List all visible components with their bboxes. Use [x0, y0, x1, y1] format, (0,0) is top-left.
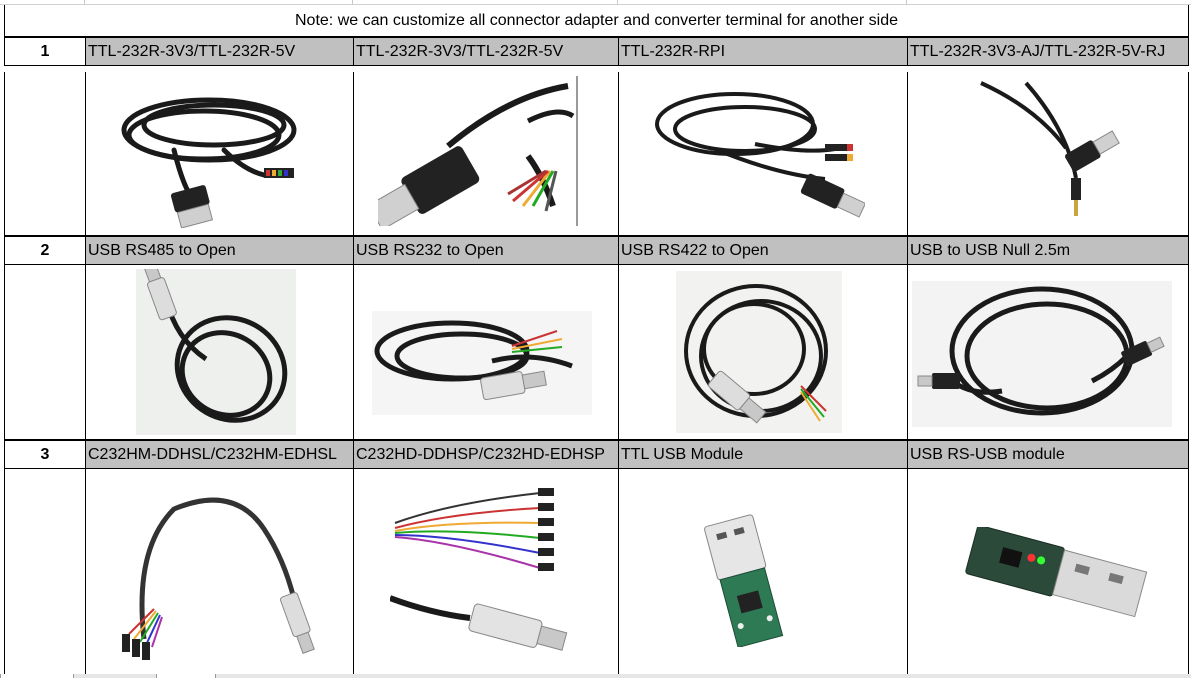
- row-number: 3: [4, 441, 85, 468]
- product-label: USB RS-USB module: [907, 441, 1189, 468]
- product-label: USB RS485 to Open: [85, 237, 353, 264]
- product-image-cell: [85, 469, 353, 674]
- row-number-blank: [4, 72, 85, 235]
- usb-ttl-cable-with-open-wires-image: [378, 76, 578, 226]
- product-image-cell: [907, 469, 1189, 674]
- product-label: TTL USB Module: [618, 441, 907, 468]
- product-label: USB RS232 to Open: [353, 237, 618, 264]
- usb-rs422-coiled-cable-image: [676, 271, 842, 433]
- usb-rs485-coiled-cable-image: [136, 269, 296, 435]
- product-image-cell: [353, 265, 618, 439]
- sheet-tab[interactable]: [0, 674, 74, 678]
- usb-to-usb-null-cable-image: [912, 281, 1172, 427]
- product-label: USB to USB Null 2.5m: [907, 237, 1189, 264]
- usb-cable-with-rainbow-jumper-leads-image: [390, 483, 580, 669]
- row-number: 2: [4, 237, 85, 264]
- row-2-images: [4, 265, 1189, 439]
- sheet-tab-bar: [0, 674, 1191, 678]
- row-number-blank: [4, 265, 85, 439]
- usb-cable-with-dupont-leads-image: [114, 489, 324, 669]
- usb-ttl-cable-with-jumper-connectors-image: [655, 84, 865, 222]
- usb-rs-module-pcb-image: [956, 527, 1156, 637]
- product-label: TTL-232R-3V3/TTL-232R-5V: [85, 38, 353, 65]
- row-1-images: [4, 72, 1189, 235]
- product-image-cell: [353, 72, 618, 235]
- product-image-cell: [907, 72, 1189, 235]
- row-2-header: 2 USB RS485 to Open USB RS232 to Open US…: [4, 235, 1189, 265]
- sheet-tab[interactable]: [156, 674, 216, 678]
- row-3-images: [4, 469, 1189, 674]
- product-image-cell: [618, 265, 907, 439]
- usb-ttl-cable-with-6-pin-header-image: [114, 80, 304, 228]
- row-3-header: 3 C232HM-DDHSL/C232HM-EDHSL C232HD-DDHSP…: [4, 439, 1189, 469]
- product-image-cell: [618, 469, 907, 674]
- product-image-cell: [353, 469, 618, 674]
- product-label: TTL-232R-RPI: [618, 38, 907, 65]
- row-number: 1: [4, 38, 85, 65]
- column-header-strip: [0, 0, 1191, 5]
- product-label: TTL-232R-3V3/TTL-232R-5V: [353, 38, 618, 65]
- usb-cable-with-audio-jack-image: [976, 78, 1126, 228]
- usb-rs232-coiled-cable-image: [372, 311, 592, 415]
- product-label: C232HM-DDHSL/C232HM-EDHSL: [85, 441, 353, 468]
- usb-ttl-module-board-image: [699, 511, 809, 647]
- product-image-cell: [907, 265, 1189, 439]
- product-image-cell: [85, 265, 353, 439]
- note-banner: Note: we can customize all connector ada…: [4, 5, 1189, 36]
- product-image-cell: [618, 72, 907, 235]
- row-1-header: 1 TTL-232R-3V3/TTL-232R-5V TTL-232R-3V3/…: [4, 36, 1189, 66]
- product-image-cell: [85, 72, 353, 235]
- row-number-blank: [4, 469, 85, 674]
- product-label: USB RS422 to Open: [618, 237, 907, 264]
- product-label: C232HD-DDHSP/C232HD-EDHSP: [353, 441, 618, 468]
- product-label: TTL-232R-3V3-AJ/TTL-232R-5V-RJ: [907, 38, 1189, 65]
